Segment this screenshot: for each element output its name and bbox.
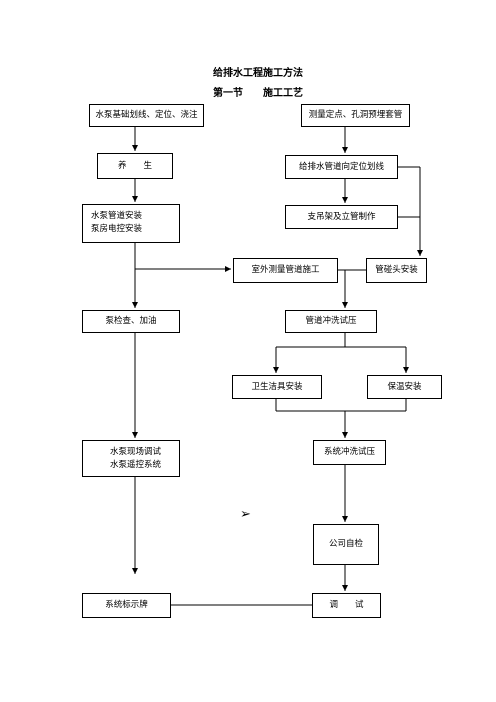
box-flush-test: 管道冲洗试压 (285, 310, 377, 333)
box-self-check: 公司自检 (313, 524, 379, 565)
box-sleeve: 管碰头安装 (366, 258, 427, 283)
section-title: 施工工艺 (263, 88, 303, 99)
box-sanitary: 卫生洁具安装 (232, 375, 322, 399)
box-curing: 养 生 (97, 153, 173, 179)
box-onsite-test: 水泵现场调试 水泵遥控系统 (82, 440, 180, 477)
box-outdoor-survey: 室外测量管道施工 (233, 258, 338, 283)
document-title: 给排水工程施工方法 (213, 68, 303, 79)
box-commissioning: 调 试 (312, 593, 381, 618)
box-survey: 测量定点、孔洞预埋套管 (301, 104, 410, 127)
box-positioning: 给排水管道向定位划线 (285, 155, 398, 179)
box-signage: 系统标示牌 (82, 593, 171, 618)
box-system-flush: 系统冲洗试压 (313, 440, 386, 465)
box-foundation: 水泵基础划线、定位、浇注 (89, 104, 204, 127)
box-insulation: 保温安装 (367, 375, 442, 399)
box-pipe-install: 水泵管道安装 泵房电控安装 (82, 204, 180, 243)
pointer-arrow-icon: ➢ (240, 507, 251, 522)
section-number: 第一节 (213, 88, 243, 99)
box-pump-check: 泵检查、加油 (82, 310, 180, 333)
box-bracket: 支吊架及立管制作 (285, 205, 398, 229)
